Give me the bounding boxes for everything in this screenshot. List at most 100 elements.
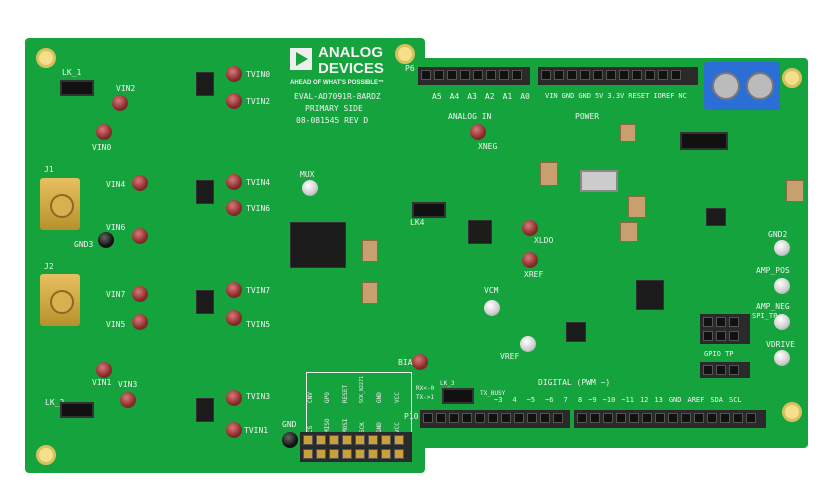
spi-label: GND [376, 422, 384, 433]
amp-pos-test-point[interactable] [774, 278, 790, 294]
bias-test-point[interactable] [412, 354, 428, 370]
pcb-board-right [410, 58, 808, 448]
mux-label: MUX [300, 170, 315, 179]
spi-test-header[interactable] [700, 314, 750, 344]
xldo-test-point[interactable] [522, 220, 538, 236]
mounting-hole [36, 445, 56, 465]
digital-pin-labels-right: 8 ~9 ~10 ~11 12 13 GND AREF SDA SCL [578, 396, 742, 404]
tvin3-test-point[interactable] [226, 390, 242, 406]
gnd2-test-point[interactable] [774, 240, 790, 256]
lk3-label: LK_3 [440, 380, 455, 387]
tvin4-test-point[interactable] [226, 174, 242, 190]
power-header[interactable] [538, 67, 698, 85]
tvin1-test-point[interactable] [226, 422, 242, 438]
spi-header[interactable] [300, 432, 412, 462]
j1-label: J1 [44, 165, 54, 174]
tvin5-test-point[interactable] [226, 310, 242, 326]
header-ref-p10: P10 [404, 412, 419, 421]
ic-u7 [468, 220, 492, 244]
pin-label: 4 [512, 396, 517, 404]
vcm-test-point[interactable] [484, 300, 500, 316]
pin-label: GND [668, 396, 682, 404]
xneg-label: XNEG [478, 142, 498, 151]
spi-label: GND [376, 392, 384, 403]
sma-connector-j2[interactable] [40, 274, 80, 326]
power-select-jumper[interactable] [680, 132, 728, 150]
gpio-test-header[interactable] [700, 362, 750, 378]
spi-label: CS [307, 425, 314, 433]
tvin6-test-point[interactable] [226, 200, 242, 216]
mounting-hole [36, 48, 56, 68]
amp-neg-label: AMP_NEG [756, 302, 790, 311]
lk1-jumper[interactable] [60, 80, 94, 96]
capacitor [628, 196, 646, 218]
mounting-hole [782, 68, 802, 88]
xldo-label: XLDO [534, 236, 554, 245]
lk3-jumper[interactable] [442, 388, 474, 404]
power-terminal-block[interactable] [704, 62, 780, 110]
amp-neg-test-point[interactable] [774, 314, 790, 330]
pin-label: A3 [467, 92, 477, 101]
vin4-test-point[interactable] [132, 175, 148, 191]
lk4-jumper[interactable] [412, 202, 446, 218]
gnd-test-point[interactable] [282, 432, 298, 448]
tvin0-label: TVIN0 [246, 70, 271, 79]
pin-label: SCL [729, 396, 742, 404]
mounting-hole [395, 44, 415, 64]
xneg-test-point[interactable] [470, 124, 486, 140]
tvin2-test-point[interactable] [226, 93, 242, 109]
vdrive-test-point[interactable] [774, 350, 790, 366]
spi-label: SCK [359, 422, 366, 433]
tvin2-label: TVIN2 [246, 97, 271, 106]
header-ref-p6: P6 [405, 64, 415, 73]
pin-label: ~6 [545, 396, 554, 404]
amplifier-chip [196, 290, 214, 314]
spi-label: VCC [393, 392, 401, 403]
sma-connector-j1[interactable] [40, 178, 80, 230]
pin-label: GND [561, 92, 575, 100]
xref-test-point[interactable] [522, 252, 538, 268]
tvin1-label: TVIN1 [244, 426, 269, 435]
tx-busy-label: TX_BUSY [480, 390, 506, 397]
capacitor [620, 124, 636, 142]
pin-label: SDA [710, 396, 724, 404]
capacitor [362, 282, 378, 304]
vin7-test-point[interactable] [132, 286, 148, 302]
tvin0-test-point[interactable] [226, 66, 242, 82]
spi-label: RESET [341, 384, 349, 403]
tvin5-label: TVIN5 [246, 320, 271, 329]
pin-label: A1 [502, 92, 513, 101]
pcb-board-left [25, 38, 425, 473]
power-title: POWER [575, 112, 600, 121]
digital-header-right[interactable] [574, 410, 766, 428]
pin-label: 3.3V [607, 92, 625, 100]
logo-line1: ANALOG [318, 44, 383, 61]
lk2-jumper[interactable] [60, 402, 94, 418]
vin1-test-point[interactable] [96, 362, 112, 378]
gnd-label: GND [282, 420, 297, 429]
pin-label: A5 [432, 92, 442, 101]
pin-label: 13 [654, 396, 663, 404]
mux-test-point[interactable] [302, 180, 318, 196]
tx-label: TX->1 [416, 394, 435, 401]
gnd3-test-point[interactable] [98, 232, 114, 248]
analog-in-header[interactable] [418, 67, 530, 85]
ic-u10 [566, 322, 586, 342]
vin5-test-point[interactable] [132, 314, 148, 330]
vin0-label: VIN0 [92, 143, 112, 152]
vref-test-point[interactable] [520, 336, 536, 352]
vin5-label: VIN5 [106, 320, 126, 329]
vin6-test-point[interactable] [132, 228, 148, 244]
digital-header-left[interactable] [420, 410, 570, 428]
vin2-test-point[interactable] [112, 95, 128, 111]
mounting-hole [782, 402, 802, 422]
crystal [580, 170, 618, 192]
rx-label: RX<-0 [416, 385, 435, 392]
vin6-label: VIN6 [106, 223, 126, 232]
vin3-test-point[interactable] [120, 392, 136, 408]
tvin7-test-point[interactable] [226, 282, 242, 298]
pin-label: 5V [594, 92, 604, 100]
analog-pin-labels: A5 A4 A3 A2 A1 A0 [432, 92, 530, 101]
vin0-test-point[interactable] [96, 124, 112, 140]
spi-label: SCK_N2271 [359, 375, 365, 403]
